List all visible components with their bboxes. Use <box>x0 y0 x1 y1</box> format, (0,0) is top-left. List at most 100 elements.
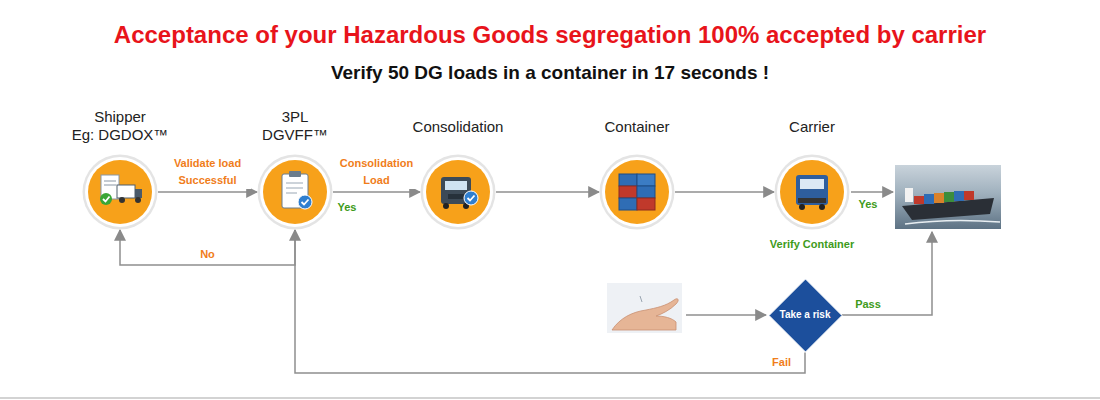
circle-ring <box>600 155 675 230</box>
circle-fill <box>88 160 152 224</box>
node-title: Eg: DGDOX™ <box>72 126 169 144</box>
circle-shape <box>420 154 496 230</box>
icon-part <box>135 189 142 198</box>
icon-part <box>445 181 467 190</box>
icon-part <box>104 185 116 186</box>
circle-shape <box>599 154 675 230</box>
ship-cargo <box>934 193 944 203</box>
icon-part <box>448 194 464 199</box>
edge-label: No <box>198 246 217 263</box>
sea-background <box>895 165 1001 229</box>
node-heading: ShipperEg: DGDOX™ <box>72 108 169 144</box>
node-heading: Consolidation <box>413 118 504 136</box>
edge-label: Validate load Successful <box>165 155 251 189</box>
flow-connector <box>295 230 805 373</box>
icon-part <box>637 198 655 210</box>
node-heading: 3PLDGVFF™ <box>262 108 328 144</box>
icon-part <box>800 179 824 189</box>
edge-label: Fail <box>770 354 793 371</box>
decision-text: Take a risk <box>780 309 831 321</box>
ship-bridge <box>905 188 913 202</box>
icon-part <box>103 197 110 202</box>
flow-connector <box>675 191 774 193</box>
icon-part <box>135 197 141 203</box>
icon-part <box>286 188 303 189</box>
pass-to-ship-arrow <box>842 232 932 315</box>
icon-part <box>619 186 637 198</box>
flow-connector <box>496 191 599 193</box>
icon-part <box>289 171 301 177</box>
circle-border <box>423 157 493 227</box>
flow-connector <box>333 191 420 193</box>
icon-part <box>637 174 655 186</box>
flow-connector <box>158 191 257 193</box>
circle-fill <box>263 160 327 224</box>
circle-border <box>602 157 672 227</box>
icon-part <box>799 204 805 210</box>
circle-shape <box>774 154 850 230</box>
node-heading: Container <box>604 118 669 136</box>
node-icon <box>100 175 142 205</box>
circle-shape <box>82 154 158 230</box>
circle-border <box>260 157 330 227</box>
process-circle: 3PLDGVFF™ <box>257 154 333 230</box>
ship-cargo <box>914 196 924 204</box>
flow-note: Yes <box>859 198 878 211</box>
open-hand <box>612 299 678 330</box>
icon-part <box>104 181 116 182</box>
ship-cargo <box>944 192 954 202</box>
node-icon <box>619 174 655 210</box>
icon-part <box>798 198 826 203</box>
bottom-rule <box>0 397 1100 399</box>
photo-background <box>607 283 682 333</box>
icon-part <box>443 203 449 209</box>
process-circle: Consolidation <box>420 154 496 230</box>
circle-ring <box>258 155 333 230</box>
ship-wake <box>905 220 1000 224</box>
ship-cargo <box>924 194 934 204</box>
icon-part <box>468 196 475 201</box>
subtitle-text: Verify 50 DG loads in a container in 17 … <box>331 62 769 85</box>
node-title: 3PL <box>262 108 328 126</box>
node-note: Verify Container <box>770 237 854 251</box>
node-title: DGVFF™ <box>262 126 328 144</box>
hand-to-risk-arrow <box>686 314 766 316</box>
icon-part <box>464 191 478 205</box>
carrier-to-ship-arrow <box>851 191 893 193</box>
node-note-text: Verify Container <box>770 237 854 251</box>
flow-note: Yes <box>338 201 357 214</box>
process-circle: ShipperEg: DGDOX™ <box>82 154 158 230</box>
hand-mark <box>640 296 642 302</box>
circle-shape <box>257 154 333 230</box>
icon-part <box>619 198 637 210</box>
node-title: Consolidation <box>413 118 504 136</box>
icon-part <box>117 185 135 198</box>
title-text: Acceptance of your Hazardous Goods segre… <box>0 21 1100 49</box>
process-circle: CarrierVerify Container <box>774 154 850 230</box>
diamond-fill <box>769 279 842 352</box>
node-title: Container <box>604 118 669 136</box>
circle-fill <box>426 160 490 224</box>
icon-part <box>819 204 825 210</box>
node-title: Carrier <box>789 118 835 136</box>
decision-diamond: Take a risk <box>768 278 843 353</box>
flow-connector <box>120 230 295 265</box>
hand-picture <box>607 283 682 333</box>
icon-part <box>286 183 303 184</box>
icon-part <box>119 197 125 203</box>
node-icon <box>796 175 828 210</box>
ship-cargo <box>964 191 974 200</box>
edge-label: Consolidation Load <box>334 155 420 189</box>
circle-ring <box>421 155 496 230</box>
icon-part <box>637 186 655 198</box>
node-icon <box>282 171 312 209</box>
node-icon <box>441 177 478 209</box>
node-heading: Carrier <box>789 118 835 136</box>
circle-fill <box>780 160 844 224</box>
circle-border <box>85 157 155 227</box>
circle-ring <box>83 155 158 230</box>
flow-note: Pass <box>855 298 881 311</box>
